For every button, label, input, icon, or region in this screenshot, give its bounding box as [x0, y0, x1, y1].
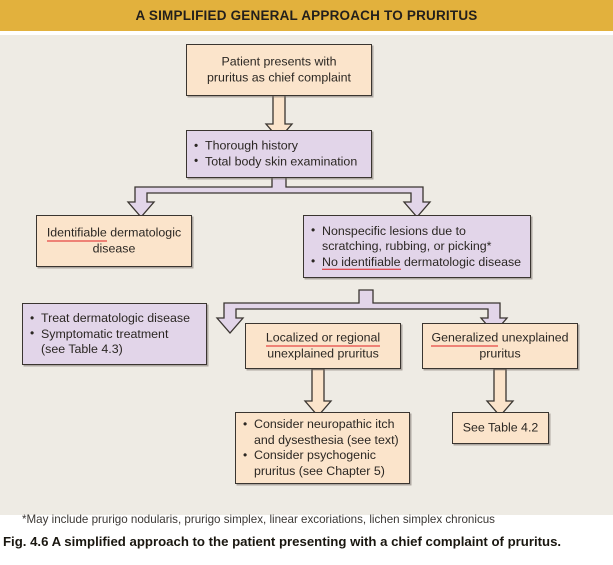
- arrow-nonspecific-split: [215, 289, 509, 334]
- node-treat-disease: Treat dermatologic disease Symptomatic t…: [22, 303, 207, 365]
- node-patient-line2: pruritus as chief complaint: [207, 70, 351, 84]
- node-nonspecific-b1-line2: scratching, rubbing, or picking*: [322, 238, 492, 253]
- node-generalized-line1: Generalized unexplained: [430, 330, 570, 346]
- node-identifiable-line1: Identifiable dermatologic: [44, 225, 184, 241]
- node-neuropathic-b1-line2: and dysesthesia (see text): [254, 432, 399, 447]
- node-nonspecific-b2-rest: dermatologic disease: [400, 254, 522, 269]
- node-generalized-underlined: Generalized: [431, 330, 499, 346]
- node-nonspecific-b2-underlined: No identifiable: [322, 254, 401, 270]
- arrow-localized-to-neuropathic: [303, 368, 333, 417]
- node-neuropathic-bullet-1: Consider neuropathic itch and dysesthesi…: [243, 417, 402, 448]
- node-see-table-4-2: See Table 4.2: [452, 412, 549, 444]
- node-generalized-line2: pruritus: [479, 346, 521, 360]
- node-treat-b2-line1: Symptomatic treatment: [41, 326, 169, 341]
- figure-header-bar: A SIMPLIFIED GENERAL APPROACH TO PRURITU…: [0, 0, 613, 31]
- node-patient-line1: Patient presents with: [221, 54, 337, 69]
- arrow-generalized-to-seetable: [485, 368, 515, 417]
- page-title: A SIMPLIFIED GENERAL APPROACH TO PRURITU…: [135, 8, 478, 23]
- node-localized-line1: Localized or regional: [253, 330, 393, 346]
- node-history-bullet-1: Thorough history: [194, 138, 364, 155]
- node-localized-pruritus: Localized or regional unexplained prurit…: [245, 323, 401, 369]
- node-history-bullet-2: Total body skin examination: [194, 154, 364, 170]
- node-neuropathic-b2-line1: Consider psychogenic: [254, 448, 376, 462]
- figure-caption: Fig. 4.6 A simplified approach to the pa…: [3, 534, 562, 549]
- node-see-table-label: See Table 4.2: [462, 420, 539, 435]
- node-treat-bullet-2: Symptomatic treatment (see Table 4.3): [30, 326, 199, 357]
- node-neuropathic-b2-line2: pruritus (see Chapter 5): [254, 463, 385, 478]
- node-treat-bullet-1: Treat dermatologic disease: [30, 310, 199, 327]
- flowchart-canvas: Patient presents with pruritus as chief …: [0, 35, 613, 526]
- node-neuropathic-bullet-2: Consider psychogenic pruritus (see Chapt…: [243, 448, 402, 479]
- figure-footnote: *May include prurigo nodularis, prurigo …: [22, 513, 495, 526]
- node-neuropathic-psychogenic: Consider neuropathic itch and dysesthesi…: [235, 412, 410, 484]
- node-generalized-pruritus: Generalized unexplained pruritus: [422, 323, 578, 369]
- node-identifiable-disease: Identifiable dermatologic disease: [36, 215, 192, 267]
- node-localized-underlined: Localized or regional: [265, 330, 381, 346]
- node-patient-presents: Patient presents with pruritus as chief …: [186, 44, 372, 96]
- node-nonspecific-lesions: Nonspecific lesions due to scratching, r…: [303, 215, 531, 278]
- node-neuropathic-b1-line1: Consider neuropathic itch: [254, 417, 395, 431]
- node-generalized-rest: unexplained: [498, 330, 569, 345]
- node-nonspecific-b1-line1: Nonspecific lesions due to: [322, 223, 466, 238]
- node-treat-b2-line2: (see Table 4.3): [41, 341, 123, 356]
- node-nonspecific-bullet-1: Nonspecific lesions due to scratching, r…: [311, 223, 523, 254]
- node-identifiable-rest: dermatologic: [106, 225, 182, 240]
- arrow-history-split: [126, 171, 432, 218]
- node-identifiable-underlined: Identifiable: [46, 225, 107, 241]
- node-localized-line2: unexplained pruritus: [267, 346, 379, 360]
- node-identifiable-line2: disease: [92, 241, 136, 255]
- node-nonspecific-bullet-2: No identifiable dermatologic disease: [311, 254, 523, 270]
- node-history-exam: Thorough history Total body skin examina…: [186, 130, 372, 178]
